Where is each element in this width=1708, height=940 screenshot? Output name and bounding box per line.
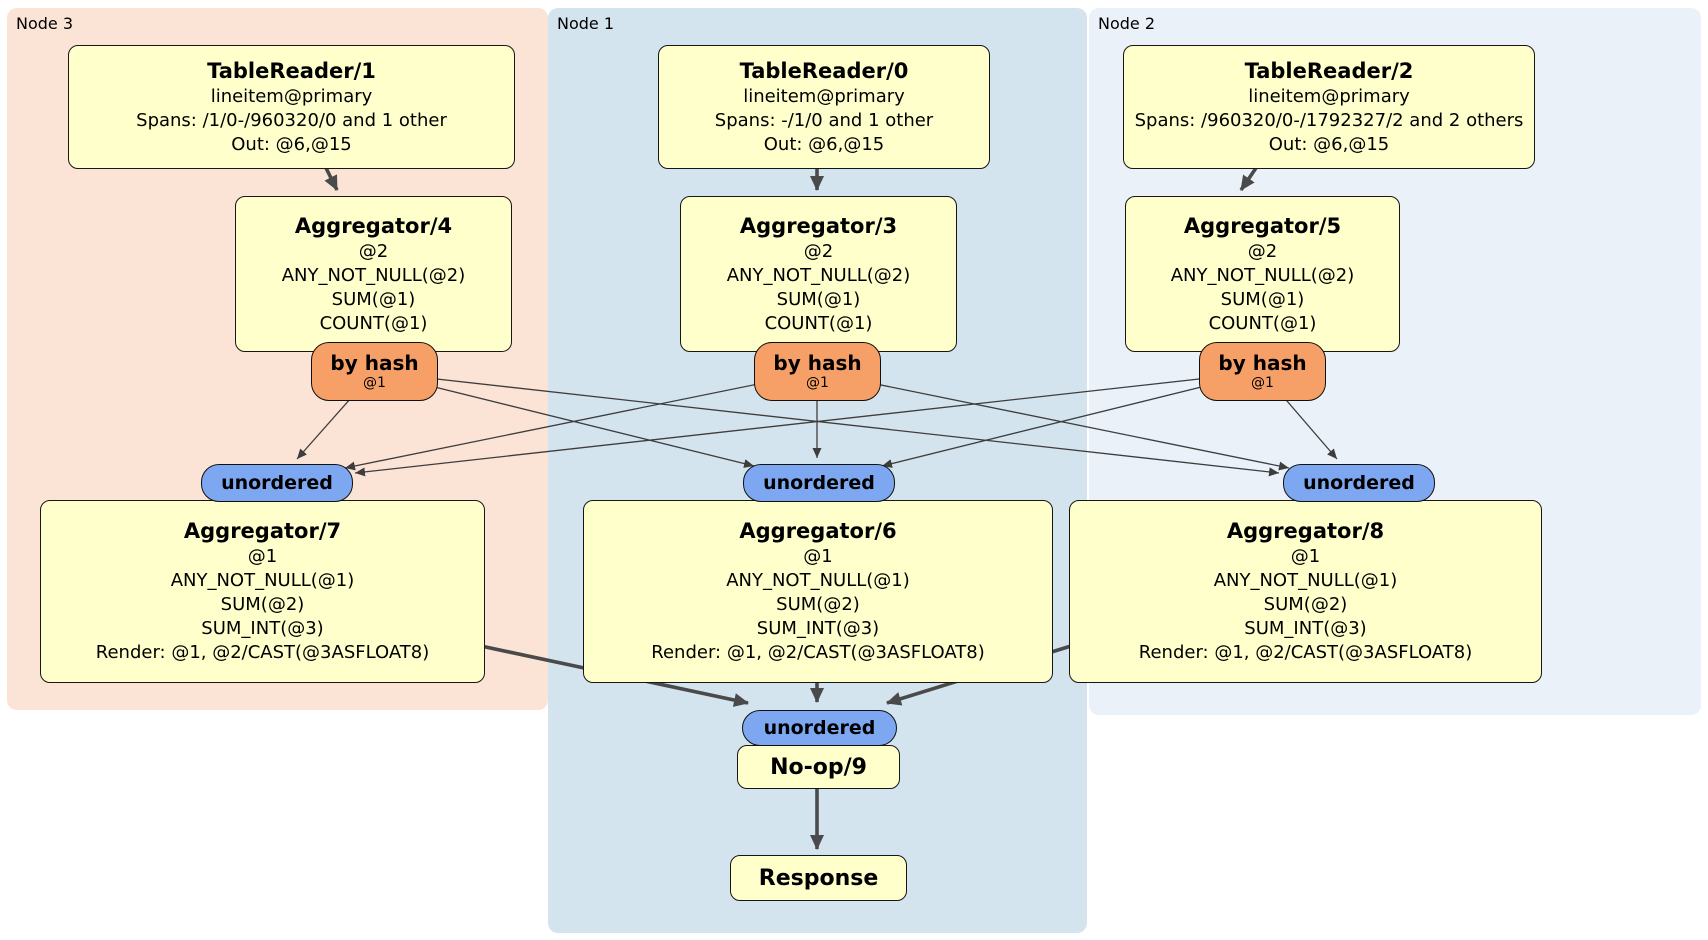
sync-label: unordered	[763, 717, 876, 739]
processor-response: Response	[730, 855, 907, 901]
processor-title: TableReader/0	[739, 58, 909, 83]
sync-label: unordered	[763, 472, 875, 494]
agg-func: COUNT(@1)	[1208, 312, 1317, 334]
sync-unordered-node2: unordered	[1283, 464, 1435, 502]
processor-tablereader-0: TableReader/0 lineitem@primary Spans: -/…	[658, 45, 990, 169]
router-hash-key: @1	[363, 375, 386, 391]
sync-unordered-final: unordered	[742, 710, 897, 746]
group-by-column: @1	[247, 546, 278, 567]
group-by-column: @2	[803, 240, 834, 262]
edge-router3-unordered2	[373, 371, 1280, 477]
processor-index: lineitem@primary	[743, 85, 905, 107]
group-by-column: @1	[1290, 546, 1321, 567]
agg-func: ANY_NOT_NULL(@1)	[170, 570, 355, 591]
agg-func: SUM_INT(@3)	[1244, 618, 1367, 639]
processor-title: TableReader/1	[207, 58, 376, 83]
processor-tablereader-2: TableReader/2 lineitem@primary Spans: /9…	[1123, 45, 1535, 169]
router-label: by hash	[330, 351, 419, 375]
processor-aggregator-8: Aggregator/8 @1 ANY_NOT_NULL(@1) SUM(@2)…	[1069, 500, 1542, 683]
sync-unordered-node1: unordered	[743, 464, 895, 502]
processor-aggregator-3: Aggregator/3 @2 ANY_NOT_NULL(@2) SUM(@1)…	[680, 196, 957, 352]
processor-title: Aggregator/7	[183, 519, 342, 543]
edge-router1-unordered2	[816, 371, 1290, 471]
agg-func: SUM(@1)	[1220, 288, 1305, 310]
group-by-column: @1	[803, 546, 833, 567]
agg-func: ANY_NOT_NULL(@1)	[1213, 570, 1398, 591]
processor-out: Out: @6,@15	[763, 133, 885, 155]
processor-no-op-9: No-op/9	[737, 745, 900, 789]
processor-title: Aggregator/6	[739, 519, 897, 543]
agg-func: ANY_NOT_NULL(@2)	[726, 264, 911, 286]
processor-title: TableReader/2	[1244, 58, 1414, 83]
edge-tr2-agg5	[1239, 166, 1258, 192]
processor-title: Aggregator/4	[294, 213, 453, 238]
agg-func: SUM_INT(@3)	[756, 618, 880, 639]
agg-func: ANY_NOT_NULL(@2)	[1170, 264, 1355, 286]
router-hash-key: @1	[806, 375, 829, 391]
edge-router2-unordered1	[881, 371, 1263, 468]
agg-func: ANY_NOT_NULL(@1)	[726, 570, 910, 591]
processor-out: Out: @6,@15	[231, 133, 352, 155]
processor-title: Aggregator/5	[1183, 213, 1342, 238]
agg-func: SUM(@1)	[331, 288, 416, 310]
agg-func: SUM(@2)	[1263, 594, 1348, 615]
processor-index: lineitem@primary	[1248, 85, 1410, 107]
agg-func: SUM(@2)	[776, 594, 860, 615]
processor-aggregator-7: Aggregator/7 @1 ANY_NOT_NULL(@1) SUM(@2)…	[40, 500, 485, 683]
sync-label: unordered	[1303, 472, 1415, 494]
node-group-label: Node 1	[557, 14, 615, 33]
router-by-hash-node1: by hash @1	[754, 342, 881, 401]
render-expr: Render: @1, @2/CAST(@3ASFLOAT8)	[651, 642, 985, 663]
processor-aggregator-5: Aggregator/5 @2 ANY_NOT_NULL(@2) SUM(@1)…	[1125, 196, 1400, 352]
router-hash-key: @1	[1251, 375, 1274, 391]
router-by-hash-node3: by hash @1	[311, 342, 438, 401]
edge-router1-unordered3	[344, 371, 818, 471]
processor-spans: Spans: /960320/0-/1792327/2 and 2 others	[1134, 109, 1524, 131]
processor-aggregator-4: Aggregator/4 @2 ANY_NOT_NULL(@2) SUM(@1)…	[235, 196, 512, 352]
processor-title: No-op/9	[770, 754, 867, 780]
node-group-label: Node 2	[1098, 14, 1156, 33]
router-label: by hash	[773, 351, 862, 375]
agg-func: SUM_INT(@3)	[201, 618, 324, 639]
agg-func: COUNT(@1)	[764, 312, 873, 334]
processor-title: Aggregator/3	[739, 213, 898, 238]
render-expr: Render: @1, @2/CAST(@3ASFLOAT8)	[95, 642, 430, 663]
agg-func: ANY_NOT_NULL(@2)	[281, 264, 466, 286]
edge-router2-unordered3	[354, 371, 1263, 477]
router-label: by hash	[1218, 351, 1307, 375]
agg-func: COUNT(@1)	[319, 312, 428, 334]
sync-unordered-node3: unordered	[201, 464, 353, 502]
processor-index: lineitem@primary	[210, 85, 373, 107]
processor-spans: Spans: /1/0-/960320/0 and 1 other	[136, 109, 447, 131]
processor-title: Response	[758, 865, 879, 891]
processor-aggregator-6: Aggregator/6 @1 ANY_NOT_NULL(@1) SUM(@2)…	[583, 500, 1053, 683]
render-expr: Render: @1, @2/CAST(@3ASFLOAT8)	[1138, 642, 1473, 663]
group-by-column: @2	[358, 240, 389, 262]
agg-func: SUM(@1)	[776, 288, 861, 310]
processor-spans: Spans: -/1/0 and 1 other	[714, 109, 934, 131]
processor-out: Out: @6,@15	[1268, 133, 1390, 155]
processor-title: Aggregator/8	[1226, 519, 1385, 543]
router-by-hash-node2: by hash @1	[1199, 342, 1326, 401]
node-group-label: Node 3	[16, 14, 74, 33]
sync-label: unordered	[221, 472, 333, 494]
processor-tablereader-1: TableReader/1 lineitem@primary Spans: /1…	[68, 45, 515, 169]
group-by-column: @2	[1247, 240, 1278, 262]
agg-func: SUM(@2)	[220, 594, 305, 615]
